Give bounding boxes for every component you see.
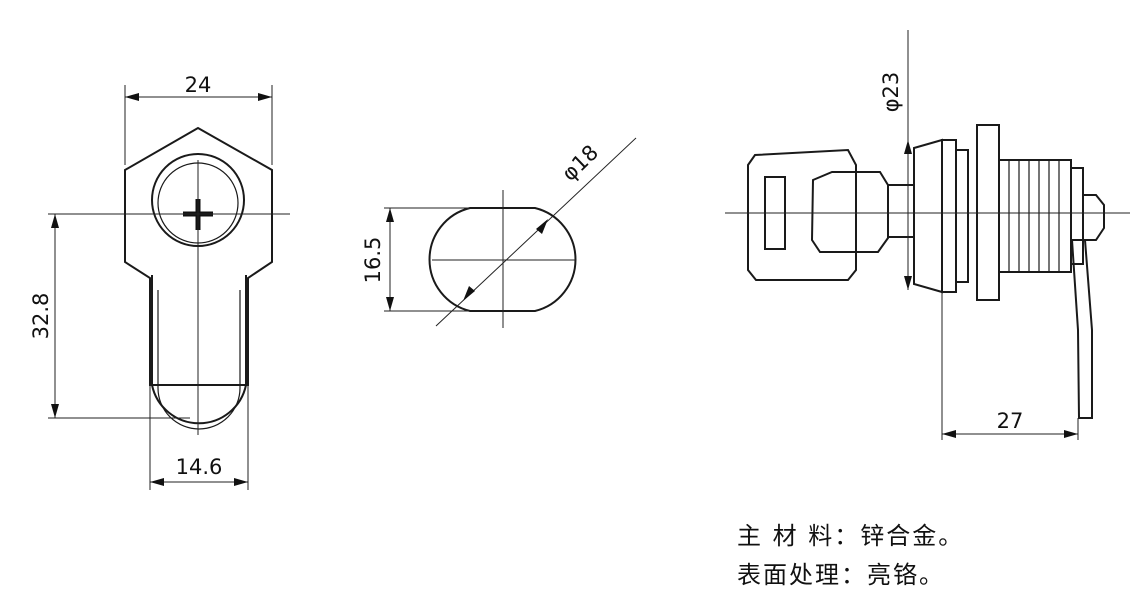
washer-1 [941,139,957,293]
dim-phi18-arrow-lower [463,286,475,301]
dim-14-6-label: 14.6 [176,455,223,479]
thread-lines [1008,160,1060,272]
dim-32-8-label: 32.8 [29,293,53,340]
body-inner-slot [157,290,241,430]
dim-24-arrow-right [258,93,272,101]
dim-phi18-arrow-upper [536,219,548,234]
dim-14-6-arrow-right [234,478,248,486]
dim-16-5-arrow-bottom [386,297,394,311]
flange [913,138,943,294]
cam-arm [1070,239,1093,419]
dim-27-label: 27 [997,409,1024,433]
material-note: 主 材 料：锌合金。 [737,522,965,550]
dim-27-arrow-left [942,430,956,438]
dim-27-arrow-right [1064,430,1078,438]
dim-32-8-arrow-top [51,214,59,228]
key-body [747,148,857,281]
side-view: φ23 27 [725,30,1130,440]
dim-16-5-label: 16.5 [361,237,385,284]
key-shaft [887,184,915,238]
cam-section-view: 16.5 φ18 [361,137,637,328]
body-slot [151,275,247,425]
hex-head-outline [124,126,273,386]
dim-phi23-label: φ23 [879,72,903,113]
washer-2 [955,149,969,283]
dim-phi23-arrow-top [904,140,912,154]
dim-phi18-label: φ18 [557,140,603,185]
dim-16-5-arrow-top [386,208,394,222]
dim-14-6-arrow-left [150,478,164,486]
finish-note: 表面处理：亮铬。 [737,561,945,589]
dim-32-8-arrow-bottom [51,404,59,418]
dim-24-arrow-left [125,93,139,101]
threaded-barrel [998,159,1072,273]
cam-profile [428,207,577,312]
key-stem [810,171,889,253]
dim-24-label: 24 [185,73,212,97]
end-screw [1082,194,1105,241]
dim-phi23-arrow-bottom [904,276,912,290]
front-view: 24 32.8 14.6 [29,73,290,490]
